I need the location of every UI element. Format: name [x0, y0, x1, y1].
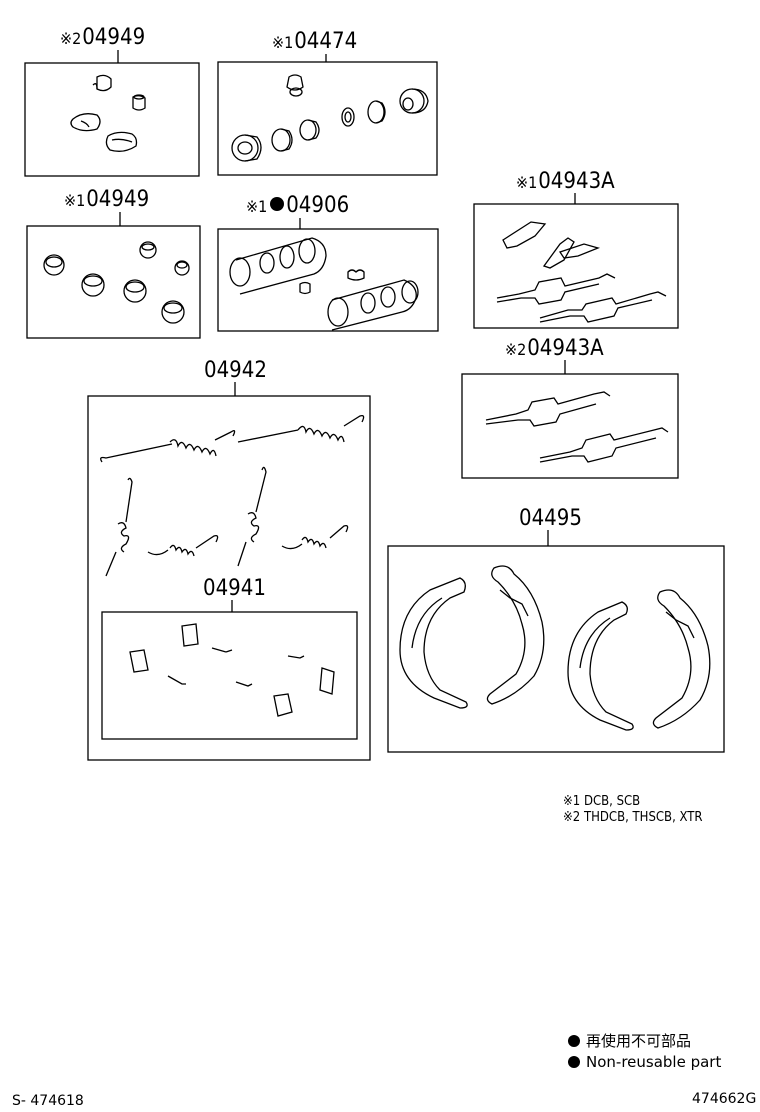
box-04906 [217, 228, 439, 332]
brake-shoe-set-04495 [399, 565, 711, 731]
non-reusable-dot-icon [568, 1035, 580, 1047]
note-mark: ※1 [272, 33, 294, 52]
footer-left-id: S- 474618 [12, 1093, 84, 1109]
footer-right-id: 474662G [692, 1091, 757, 1107]
box-04941 [101, 611, 358, 740]
legend-en: Non-reusable part [568, 1055, 721, 1070]
part-label-04906: ※1 04906 [246, 195, 349, 217]
part-code: 04949 [82, 25, 146, 50]
note-2: ※2 THDCB, THSCB, XTR [563, 810, 703, 825]
box-04949-2 [24, 62, 200, 177]
box-04943a-1 [473, 203, 679, 329]
box-04474 [217, 61, 438, 176]
part-label-04495: 04495 [519, 508, 582, 530]
box-04495 [387, 545, 725, 753]
adjuster-kit-04943a-2 [485, 391, 669, 463]
non-reusable-dot-icon [568, 1056, 580, 1068]
adjuster-kit-04943a-1 [496, 221, 667, 323]
part-code: 04474 [294, 29, 358, 54]
part-label-04949-1: ※104949 [64, 189, 149, 211]
part-code: 04906 [286, 193, 350, 218]
part-code: 04941 [203, 576, 266, 601]
wheel-cylinder-cups-set-1 [43, 241, 190, 324]
non-reusable-dot-icon [270, 197, 285, 211]
part-code: 04495 [519, 506, 582, 531]
note-mark: ※1 [64, 191, 86, 210]
part-code: 04943A [527, 336, 604, 361]
note-mark: ※2 [60, 29, 82, 48]
part-label-04943a-1: ※104943A [516, 171, 615, 193]
part-label-04941: 04941 [203, 578, 266, 600]
note-mark: ※2 [505, 340, 527, 359]
wheel-cylinder-kit-04474 [231, 74, 429, 162]
part-label-04949-2: ※204949 [60, 27, 145, 49]
note-mark: ※1 [246, 197, 268, 216]
note-1: ※1 DCB, SCB [563, 794, 641, 809]
part-code: 04942 [204, 358, 267, 383]
box-04943a-2 [461, 373, 679, 479]
wheel-cylinder-04906 [229, 237, 419, 331]
note-mark: ※1 [516, 173, 538, 192]
hardware-kit-04941 [129, 623, 335, 717]
part-label-04943a-2: ※204943A [505, 338, 604, 360]
box-04942 [87, 395, 371, 761]
wheel-cylinder-cups-set-2 [70, 74, 146, 152]
box-04949-1 [26, 225, 201, 339]
part-label-04942: 04942 [204, 360, 267, 382]
spring-set-04942 [100, 414, 365, 577]
legend-jp-text: 再使用不可部品 [586, 1032, 692, 1050]
legend-en-text: Non-reusable part [586, 1053, 722, 1071]
part-code: 04943A [538, 169, 615, 194]
part-label-04474: ※104474 [272, 31, 357, 53]
legend-jp: 再使用不可部品 [568, 1034, 691, 1049]
part-code: 04949 [86, 187, 150, 212]
